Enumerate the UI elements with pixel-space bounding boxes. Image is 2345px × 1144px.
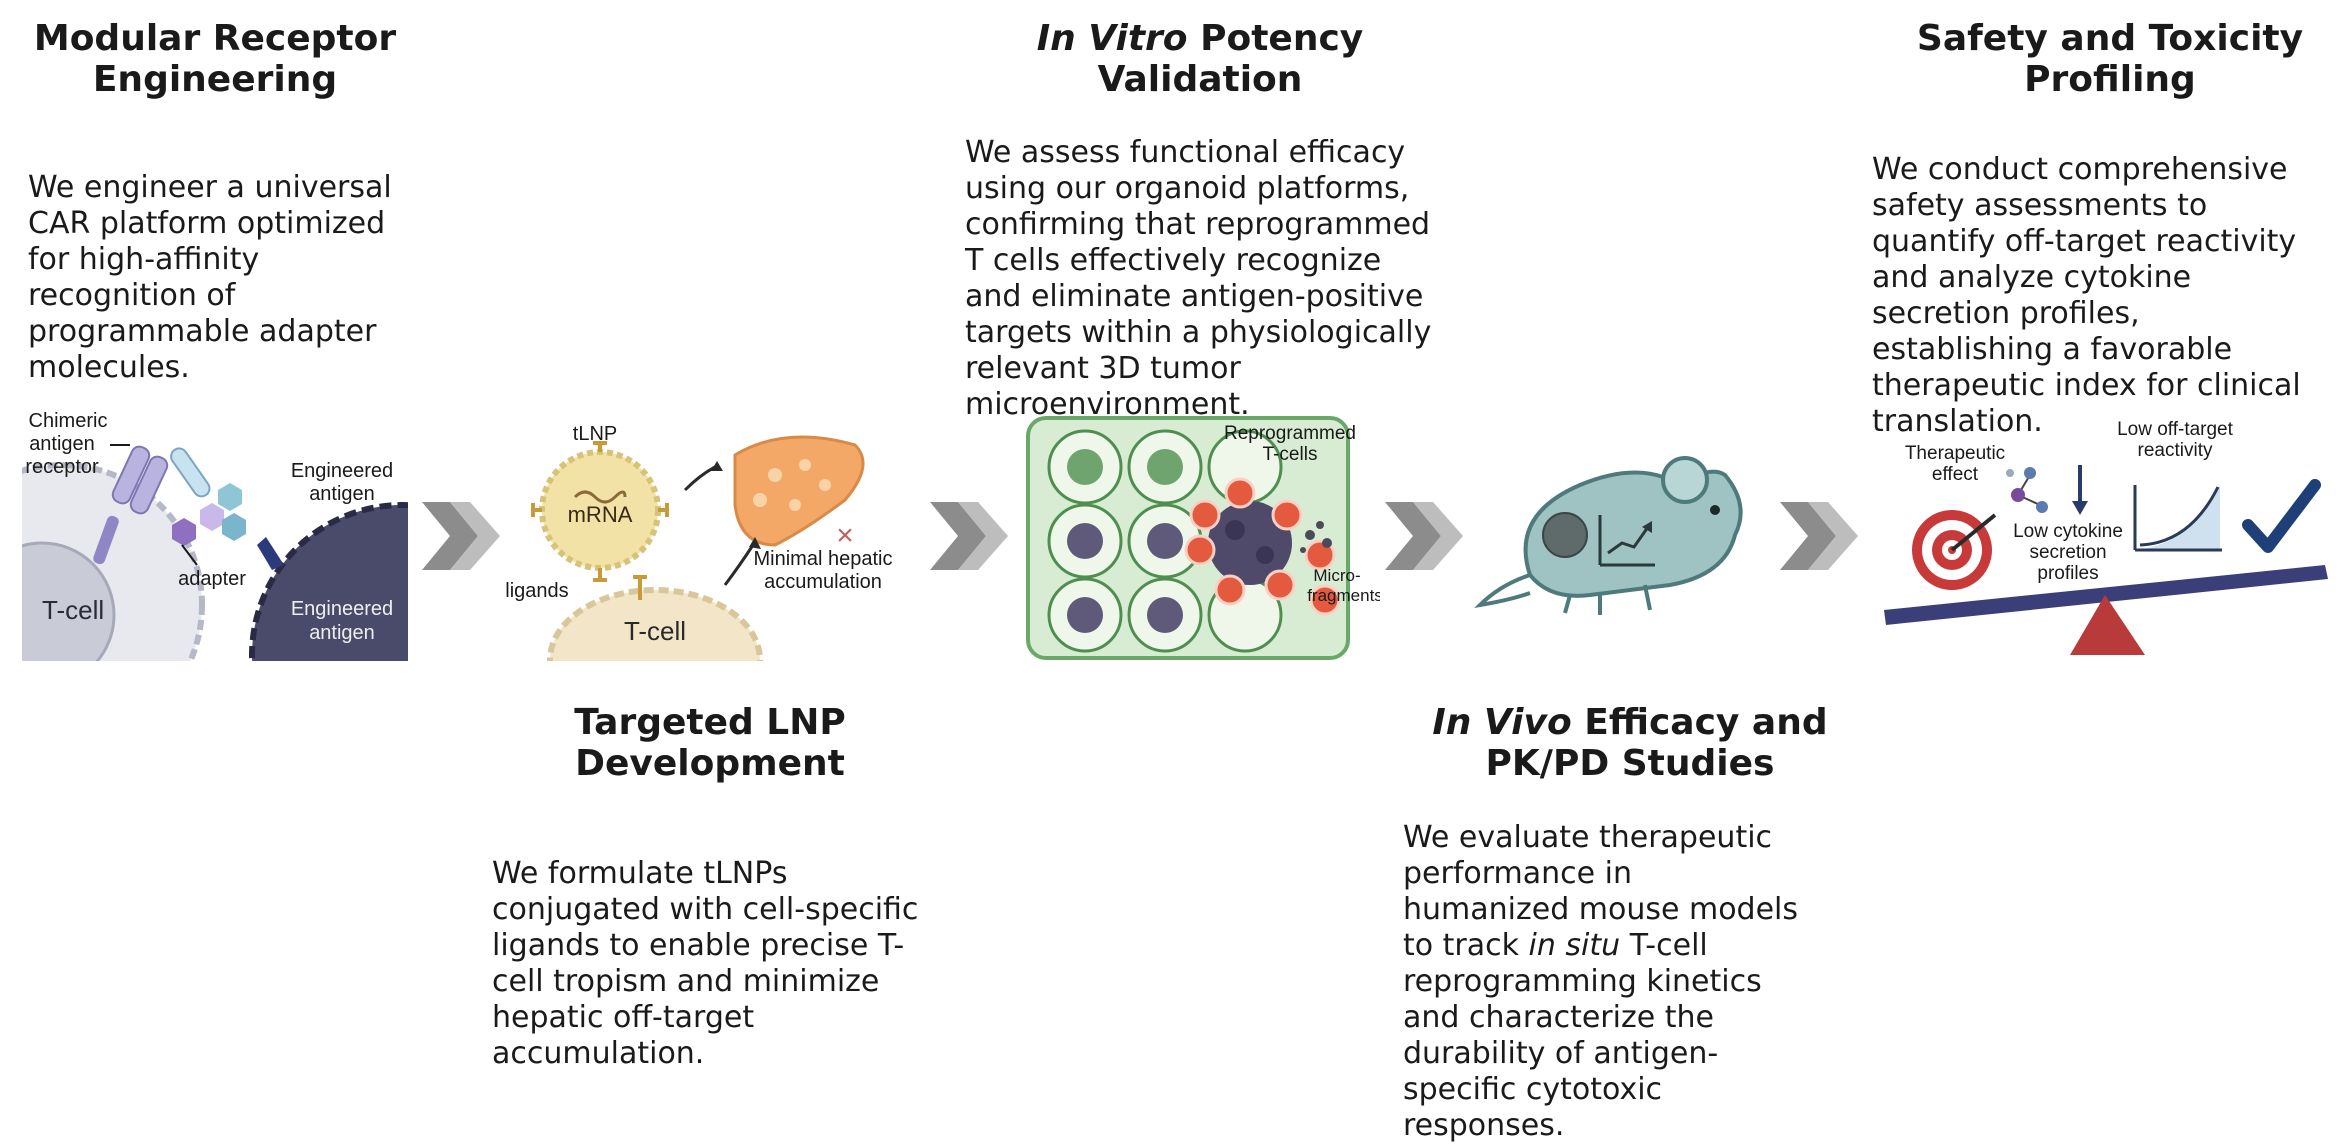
microfragments-label-1: Micro- <box>1313 566 1360 585</box>
car-domain-2 <box>129 455 169 515</box>
seesaw-beam <box>1884 565 2328 625</box>
offtarget-label-1: Low off-target <box>2117 419 2234 440</box>
reprogrammed-label-2: T-cells <box>1263 444 1318 465</box>
therapeutic-label-1: Therapeutic <box>1905 443 2005 464</box>
step2-desc: We formulate tLNPs conjugated with cell-… <box>492 856 919 1071</box>
ligand-bottom <box>593 568 607 582</box>
micro-fragments <box>1300 521 1332 553</box>
engineered-antigen-label-2: antigen <box>309 483 375 505</box>
flow-arrow-2 <box>930 502 1008 570</box>
cytokine-label-2: secretion <box>2029 542 2106 563</box>
seesaw-fulcrum <box>2070 595 2145 655</box>
target-label-2: antigen <box>309 622 375 644</box>
adapter-hex-1 <box>172 518 196 546</box>
tcell-label: T-cell <box>42 595 104 625</box>
reprogrammed-tcells <box>1184 477 1341 616</box>
step1-title: Modular Receptor Engineering <box>33 18 397 100</box>
car-stalk <box>93 515 119 565</box>
car-label-1: Chimeric <box>29 410 108 432</box>
car-domain-3 <box>170 447 211 498</box>
car-label-3: receptor <box>25 456 99 478</box>
mrna-label: mRNA <box>568 502 633 527</box>
step4-desc-italic: in situ <box>1528 928 1621 963</box>
mouse-foot-1 <box>1563 584 1652 615</box>
hepatic-label-1: Minimal hepatic <box>754 548 893 570</box>
cytokine-label-1: Low cytokine <box>2013 521 2123 542</box>
step5-desc: We conduct comprehensive safety assessme… <box>1872 152 2301 439</box>
mouse-eye <box>1710 505 1720 515</box>
mouse-tail <box>1474 573 1531 608</box>
adapter-leader <box>181 544 198 566</box>
lnp-tcell-label: T-cell <box>624 616 686 646</box>
trend-chart-icon <box>1598 515 1655 567</box>
adapter-label: adapter <box>178 568 246 590</box>
ligands-label: ligands <box>505 580 568 602</box>
step4-title: In Vivo Efficacy and PK/PD Studies <box>1430 702 1830 784</box>
step3-desc: We assess functional efficacy using our … <box>965 135 1432 422</box>
step4-title-rest: Efficacy and PK/PD Studies <box>1485 702 1828 784</box>
target-cell <box>249 502 408 661</box>
mouse-ear <box>1661 456 1709 504</box>
ligand-right <box>658 503 669 517</box>
hepatic-label-2: accumulation <box>764 571 882 593</box>
arrow-from-tcell <box>723 544 755 586</box>
molecule-icon <box>2006 467 2048 513</box>
offtarget-curve-icon <box>2133 485 2222 552</box>
lnp-illustration: T-cell mRNA tLNP ligands × Minimal hepat… <box>505 423 893 661</box>
organoid-plate-illustration: Reprogrammed T-cells Micro- fragments <box>1026 416 1380 660</box>
microfragments-label-2: fragments <box>1307 586 1380 605</box>
mouse-model-illustration <box>1474 456 1743 615</box>
ligand-left <box>531 503 542 517</box>
step3-title-rest: Potency Validation <box>1097 18 1364 100</box>
step4-title-italic: In Vivo <box>1432 702 1572 743</box>
car-label-2: antigen <box>29 433 95 455</box>
tcell-nucleus <box>22 541 116 661</box>
safety-balance-illustration: Therapeutic effect Low cytokine secretio… <box>1884 419 2328 655</box>
flow-arrow-4 <box>1780 502 1858 570</box>
flow-arrow-1 <box>422 502 500 570</box>
cytokine-label-3: profiles <box>2037 563 2098 584</box>
antigen-stalk <box>257 537 284 570</box>
target-label-1: Engineered <box>291 598 393 620</box>
mrna-strand <box>573 490 627 504</box>
step3-title: In Vitro Potency Validation <box>1000 18 1400 100</box>
flow-arrow-3 <box>1385 502 1463 570</box>
step5-title: Safety and Toxicity Profiling <box>1916 18 2304 100</box>
arrow-to-liver <box>683 465 716 492</box>
receptor-on-tcell <box>633 575 647 600</box>
adapter-hex-2 <box>200 503 224 531</box>
lnp-tcell <box>547 587 763 661</box>
adapter-hex-3 <box>218 483 242 511</box>
car-domain-1 <box>111 445 151 505</box>
checkmark-icon <box>2242 479 2321 553</box>
step1-desc: We engineer a universal CAR platform opt… <box>28 170 392 385</box>
step3-title-italic: In Vitro <box>1036 18 1188 59</box>
ligand-top <box>593 441 607 452</box>
tlnp-label: tLNP <box>573 423 617 445</box>
therapeutic-label-2: effect <box>1932 464 1979 485</box>
receptor-illustration: T-cell Engineered antigen Chimeric antig… <box>22 410 408 661</box>
reprogrammed-label-1: Reprogrammed <box>1224 423 1356 444</box>
x-mark-icon: × <box>836 519 854 552</box>
step2-title: Targeted LNP Development <box>574 702 846 784</box>
target-icon <box>1912 510 1997 590</box>
step4-desc: We evaluate therapeutic performance in h… <box>1403 820 1803 1144</box>
mouse-tumor <box>1542 512 1588 558</box>
adapter-hex-4 <box>222 513 246 541</box>
engineered-antigen-label-1: Engineered <box>291 460 393 482</box>
offtarget-label-2: reactivity <box>2138 440 2213 461</box>
step4-desc-part1: We evaluate therapeutic performance in h… <box>1403 820 1799 963</box>
